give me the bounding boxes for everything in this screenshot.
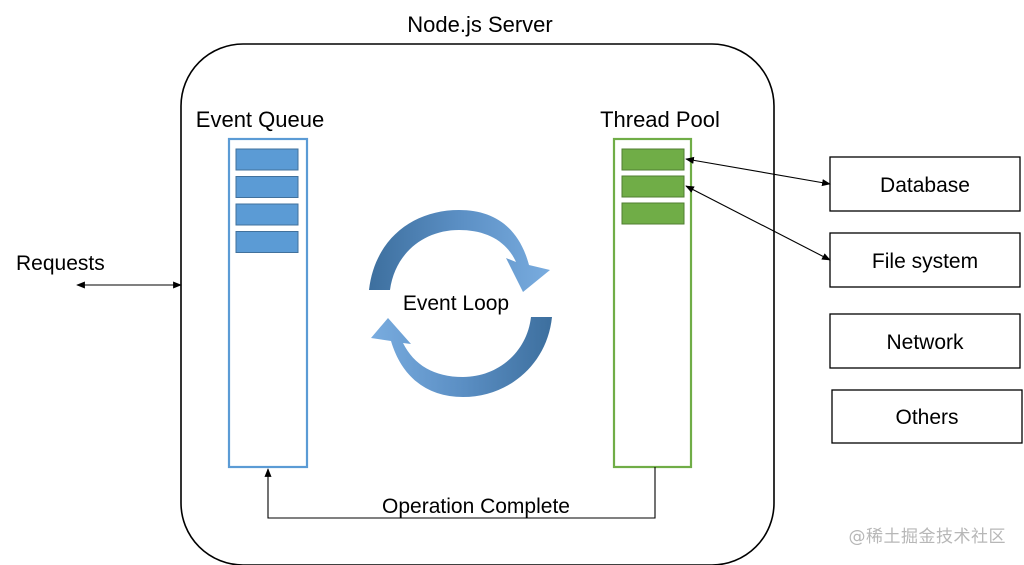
requests-label: Requests [16, 252, 105, 275]
event-queue-item-4 [235, 231, 299, 253]
thread-pool-items [621, 148, 685, 225]
network-box [829, 313, 1021, 369]
event-loop-arrow-bottom [371, 317, 552, 397]
event-loop-arrows [369, 210, 552, 397]
network-label: Network [886, 331, 964, 354]
thread-pool-item-1 [621, 148, 685, 171]
event-loop-arrow-top [369, 210, 550, 292]
event-queue-items [235, 148, 299, 253]
server-container [180, 43, 775, 565]
server-title: Node.js Server [407, 12, 553, 37]
event-queue-item-1 [235, 148, 299, 171]
event-queue-item-2 [235, 176, 299, 198]
thread-pool-label: Thread Pool [600, 107, 720, 132]
operation-complete-label-bg [368, 490, 584, 516]
thread-file-system-arrow [685, 185, 831, 261]
file-system-box [829, 232, 1021, 288]
others-box [831, 389, 1023, 444]
thread-database-arrow [685, 156, 831, 187]
others-label: Others [895, 406, 958, 429]
thread-pool-item-3 [621, 202, 685, 225]
database-label: Database [880, 174, 970, 197]
thread-pool-item-2 [621, 175, 685, 198]
database-box [829, 156, 1021, 212]
event-loop-label: Event Loop [403, 292, 509, 315]
event-queue-label: Event Queue [196, 107, 324, 132]
operation-complete-label: Operation Complete [382, 495, 570, 518]
event-queue-item-3 [235, 203, 299, 226]
file-system-label: File system [872, 250, 978, 273]
operation-complete-connector [264, 467, 656, 519]
watermark: @稀土掘金技术社区 [848, 527, 1006, 547]
